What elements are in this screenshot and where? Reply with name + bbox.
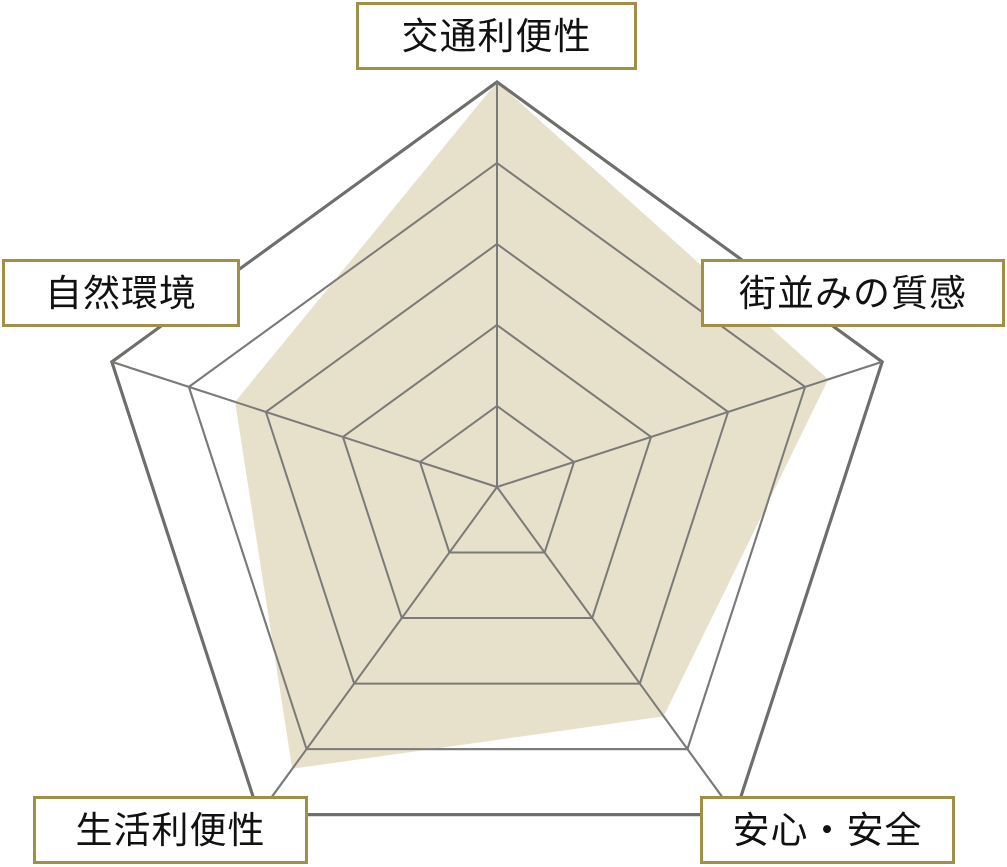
radar-axis-spoke-1 [496, 360, 883, 488]
radar-ring-1 [418, 404, 576, 554]
axis-label-natural-environment-text: 自然環境 [45, 271, 197, 315]
axis-label-living-convenience: 生活利便性 [33, 796, 308, 864]
radar-axis-spoke-2 [496, 486, 736, 816]
axis-label-transportation-text: 交通利便性 [401, 14, 592, 58]
axis-label-living-convenience-text: 生活利便性 [75, 808, 266, 852]
axis-label-safety-text: 安心・安全 [732, 808, 923, 852]
axis-label-transportation: 交通利便性 [356, 2, 637, 70]
axis-label-safety: 安心・安全 [700, 796, 955, 864]
radar-axis-spoke-4 [111, 360, 498, 488]
radar-grid-spokes-overlay [111, 82, 883, 816]
axis-label-streetscape-text: 街並みの質感 [739, 271, 967, 315]
radar-data-area [235, 82, 829, 769]
radar-ring-2 [341, 323, 653, 620]
axis-label-streetscape: 街並みの質感 [701, 259, 1005, 327]
radar-ring-3 [264, 242, 730, 685]
radar-axis-spoke-3 [258, 486, 498, 816]
radar-ring-4 [187, 161, 807, 751]
axis-label-natural-environment: 自然環境 [2, 259, 240, 327]
